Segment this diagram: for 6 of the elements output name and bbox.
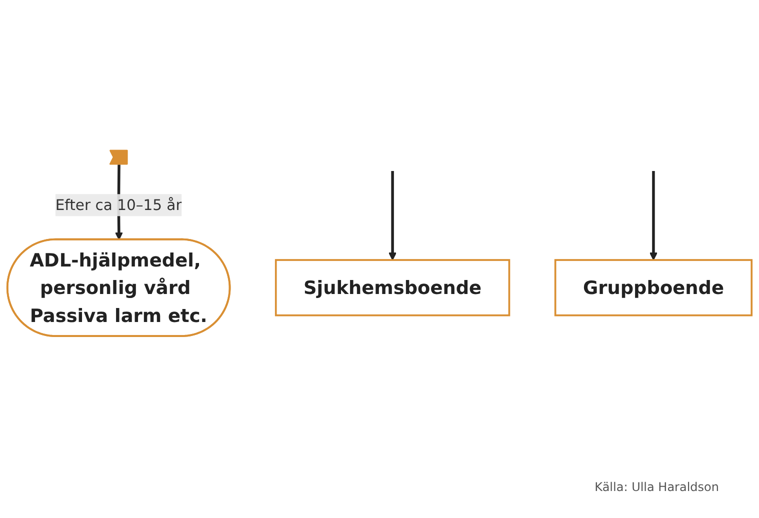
edge-label: Efter ca 10–15 år [55,196,182,214]
source-note: Källa: Ulla Haraldson [594,480,720,494]
node-box: Sjukhemsboende [274,259,510,317]
arrow [388,171,397,261]
node-box: Gruppboende [554,259,753,317]
arrow [649,171,658,261]
